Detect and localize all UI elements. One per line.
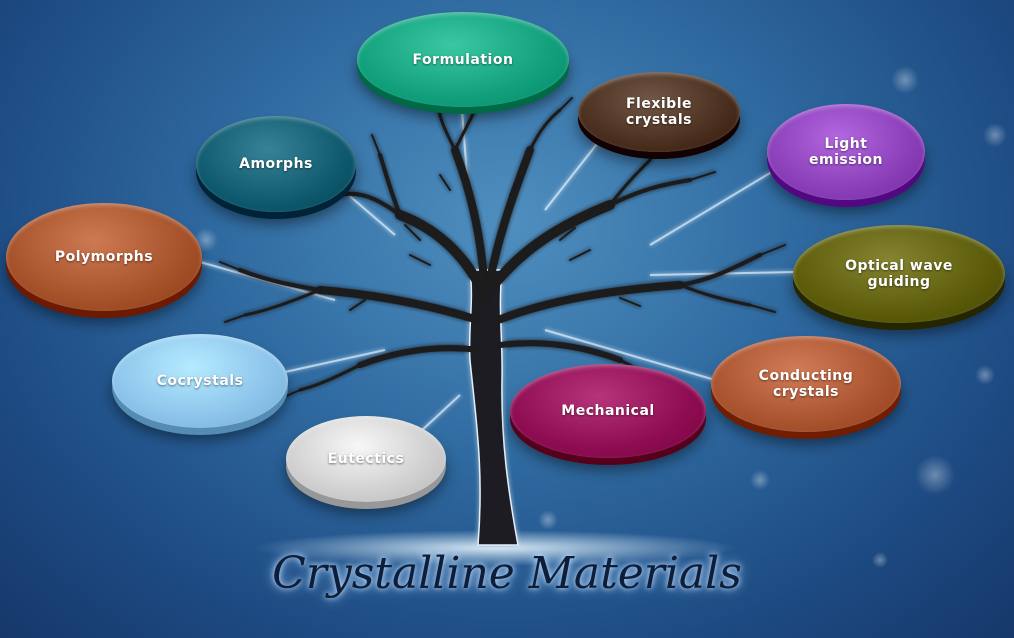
node-label: Conducting crystals — [758, 368, 854, 400]
node-label: Optical wave guiding — [845, 258, 953, 290]
node-conducting-crystals: Conducting crystals — [711, 336, 901, 432]
node-eutectics: Eutectics — [286, 416, 446, 502]
node-label: Amorphs — [239, 156, 313, 172]
node-label: Polymorphs — [54, 249, 154, 265]
diagram-title: Crystalline Materials — [272, 548, 742, 599]
node-label: Eutectics — [327, 451, 405, 467]
node-label: Light emission — [809, 136, 883, 168]
node-formulation: Formulation — [357, 12, 569, 107]
node-label: Formulation — [412, 51, 514, 68]
node-light-emission: Light emission — [767, 104, 925, 200]
node-cocrystals: Cocrystals — [112, 334, 288, 428]
node-amorphs: Amorphs — [196, 116, 356, 212]
node-label: Mechanical — [561, 403, 655, 419]
tree-icon — [219, 89, 786, 546]
node-polymorphs: Polymorphs — [6, 203, 202, 311]
node-label: Flexible crystals — [625, 96, 692, 128]
ground-glow — [255, 530, 735, 566]
node-optical-wave-guiding: Optical wave guiding — [793, 225, 1005, 323]
node-flexible-crystals: Flexible crystals — [578, 72, 740, 152]
node-label: Cocrystals — [156, 373, 244, 389]
node-mechanical: Mechanical — [510, 364, 706, 458]
connector-lines — [199, 109, 796, 433]
